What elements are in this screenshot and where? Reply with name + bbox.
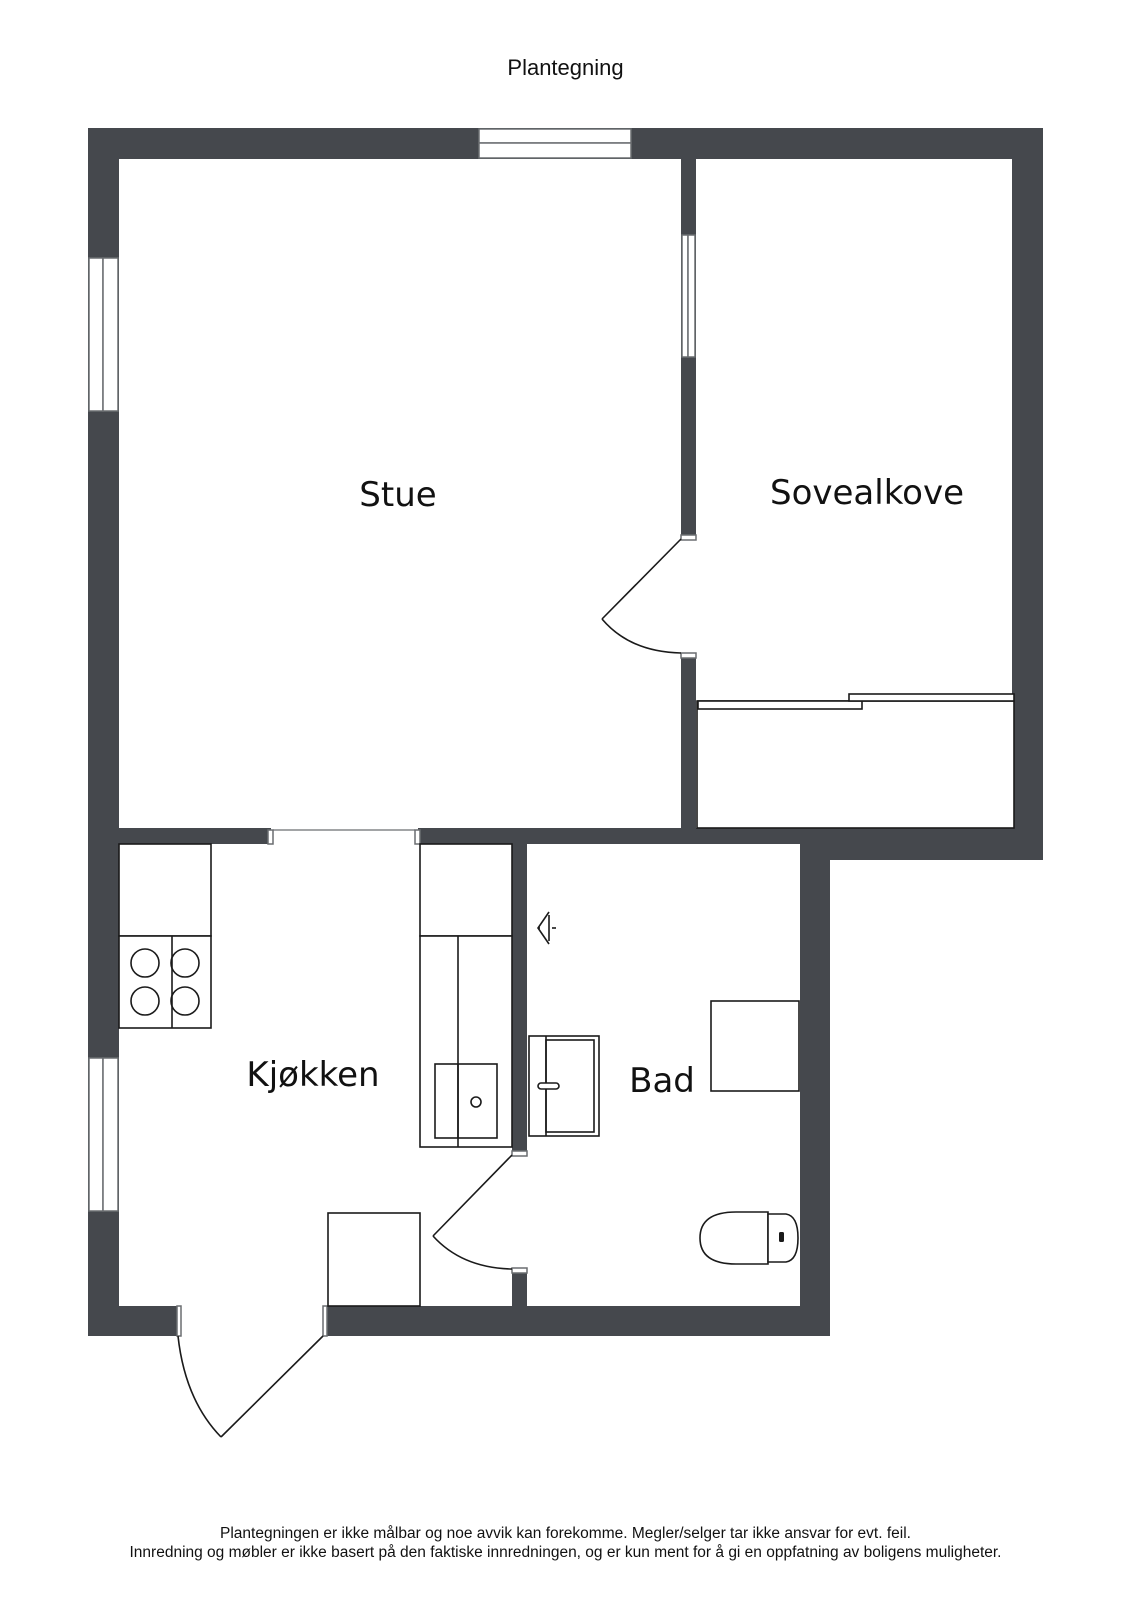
window-stue-left	[88, 257, 119, 412]
door-sovealkove	[601, 534, 697, 659]
kitchen-counter-left	[118, 843, 212, 1029]
toilet-icon	[699, 1211, 799, 1265]
windows	[88, 128, 696, 1212]
room-label-kjokken: Kjøkken	[246, 1055, 379, 1095]
disclaimer-line-2: Innredning og møbler er ikke basert på d…	[129, 1544, 1002, 1561]
sliding-wardrobe	[696, 693, 1015, 829]
opening-stue-kitchen	[267, 829, 421, 845]
page-title: Plantegning	[507, 55, 624, 80]
kitchen-counter-right	[419, 843, 513, 1148]
light-fixture-icon	[537, 911, 556, 945]
bathroom-sink-icon	[528, 1035, 600, 1137]
room-label-sovealkove: Sovealkove	[770, 473, 964, 513]
disclaimer: Plantegningen er ikke målbar og noe avvi…	[0, 1524, 1131, 1562]
refrigerator-icon	[327, 1212, 421, 1307]
kitchen-sink-icon	[434, 1063, 498, 1139]
door-entrance	[176, 1305, 328, 1438]
washing-machine-icon	[710, 1000, 800, 1092]
window-top	[478, 128, 632, 159]
room-label-bad: Bad	[629, 1061, 695, 1101]
disclaimer-line-1: Plantegningen er ikke målbar og noe avvi…	[220, 1525, 911, 1542]
stove-hob-icon	[130, 948, 200, 1016]
window-divider	[681, 234, 696, 358]
room-label-stue: Stue	[359, 475, 436, 515]
door-bad	[432, 1150, 528, 1274]
window-kitchen-left	[88, 1057, 119, 1212]
